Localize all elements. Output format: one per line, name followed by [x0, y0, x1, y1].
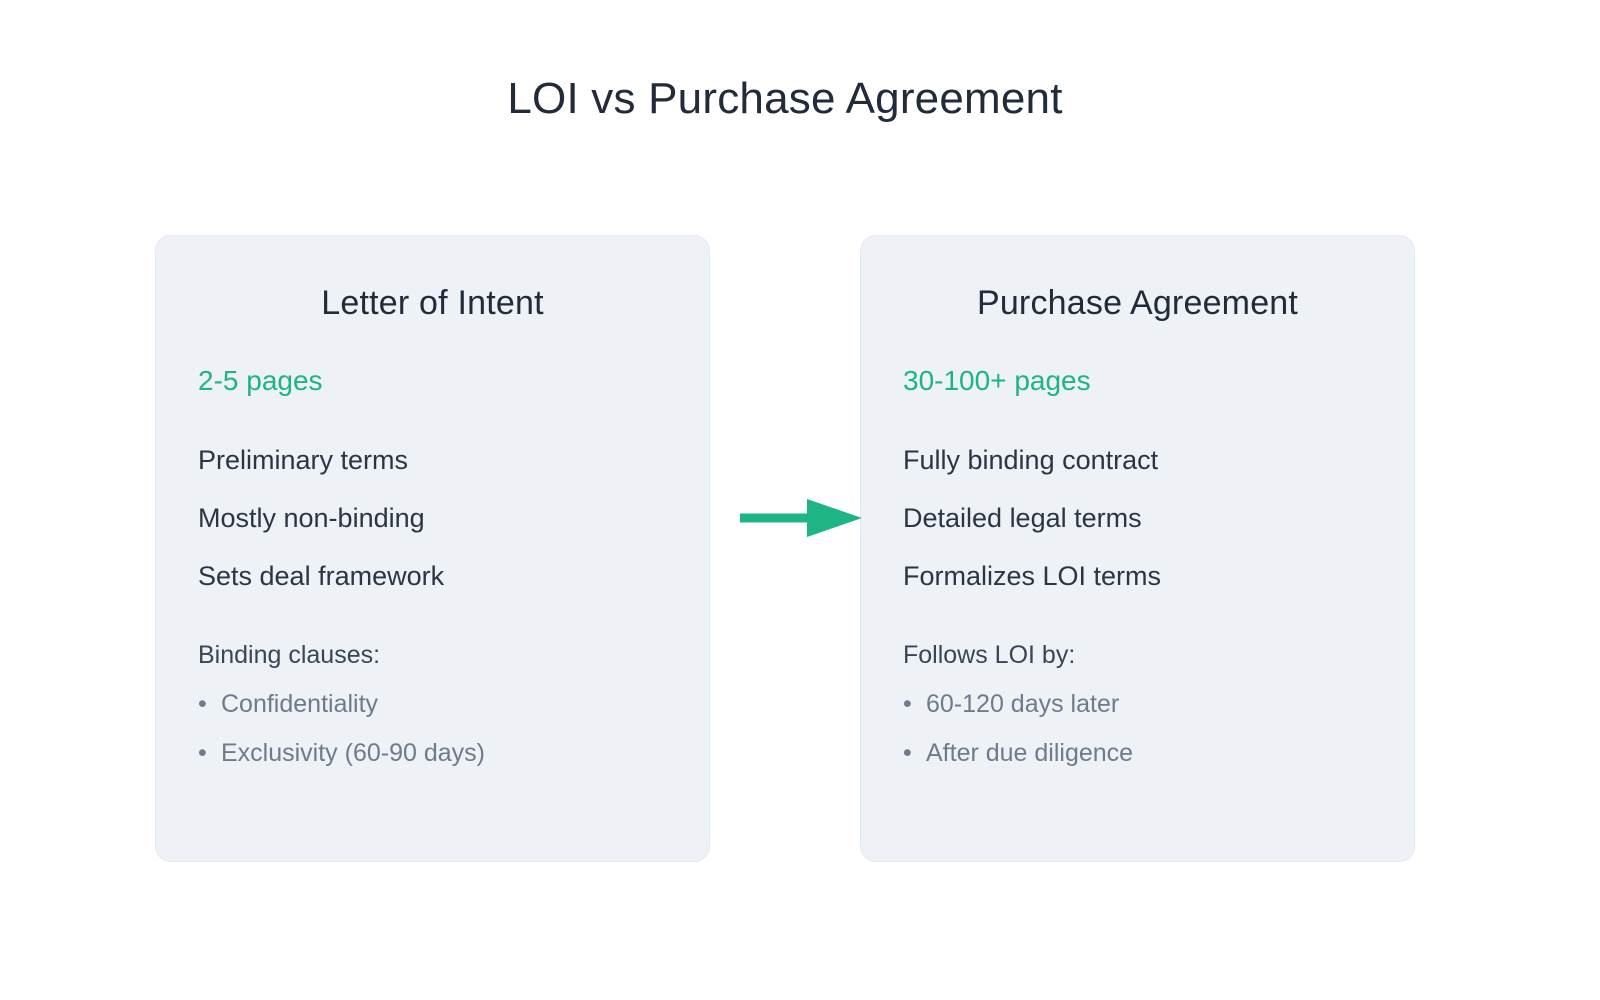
feature-item: Fully binding contract	[903, 445, 1159, 475]
page-title: LOI vs Purchase Agreement	[507, 74, 1063, 123]
bullet-item: 60-120 days later	[903, 689, 1372, 719]
feature-item: Mostly non-binding	[198, 503, 425, 533]
sub-heading: Follows LOI by:	[903, 641, 1076, 669]
feature-item: Detailed legal terms	[903, 503, 1142, 533]
content-container: LOI vs Purchase Agreement Letter of Inte…	[155, 0, 1415, 1000]
comparison-row: Letter of Intent 2-5 pages Preliminary t…	[155, 235, 1415, 862]
bullet-list: Confidentiality Exclusivity (60-90 days)	[198, 689, 667, 768]
sub-heading: Binding clauses:	[198, 641, 381, 669]
card-letter-of-intent: Letter of Intent 2-5 pages Preliminary t…	[155, 235, 710, 862]
bullet-item: Exclusivity (60-90 days)	[198, 738, 667, 768]
arrow-right-icon	[740, 495, 862, 541]
feature-item: Formalizes LOI terms	[903, 561, 1162, 591]
page-count-highlight: 30-100+ pages	[903, 365, 1091, 396]
page-count-highlight: 2-5 pages	[198, 365, 323, 396]
feature-item: Preliminary terms	[198, 445, 409, 475]
bullet-list: 60-120 days later After due diligence	[903, 689, 1372, 768]
feature-item: Sets deal framework	[198, 561, 445, 591]
bullet-item: After due diligence	[903, 738, 1372, 768]
card-heading: Purchase Agreement	[976, 284, 1299, 322]
card-purchase-agreement: Purchase Agreement 30-100+ pages Fully b…	[860, 235, 1415, 862]
bullet-item: Confidentiality	[198, 689, 667, 719]
card-heading: Letter of Intent	[321, 284, 544, 322]
